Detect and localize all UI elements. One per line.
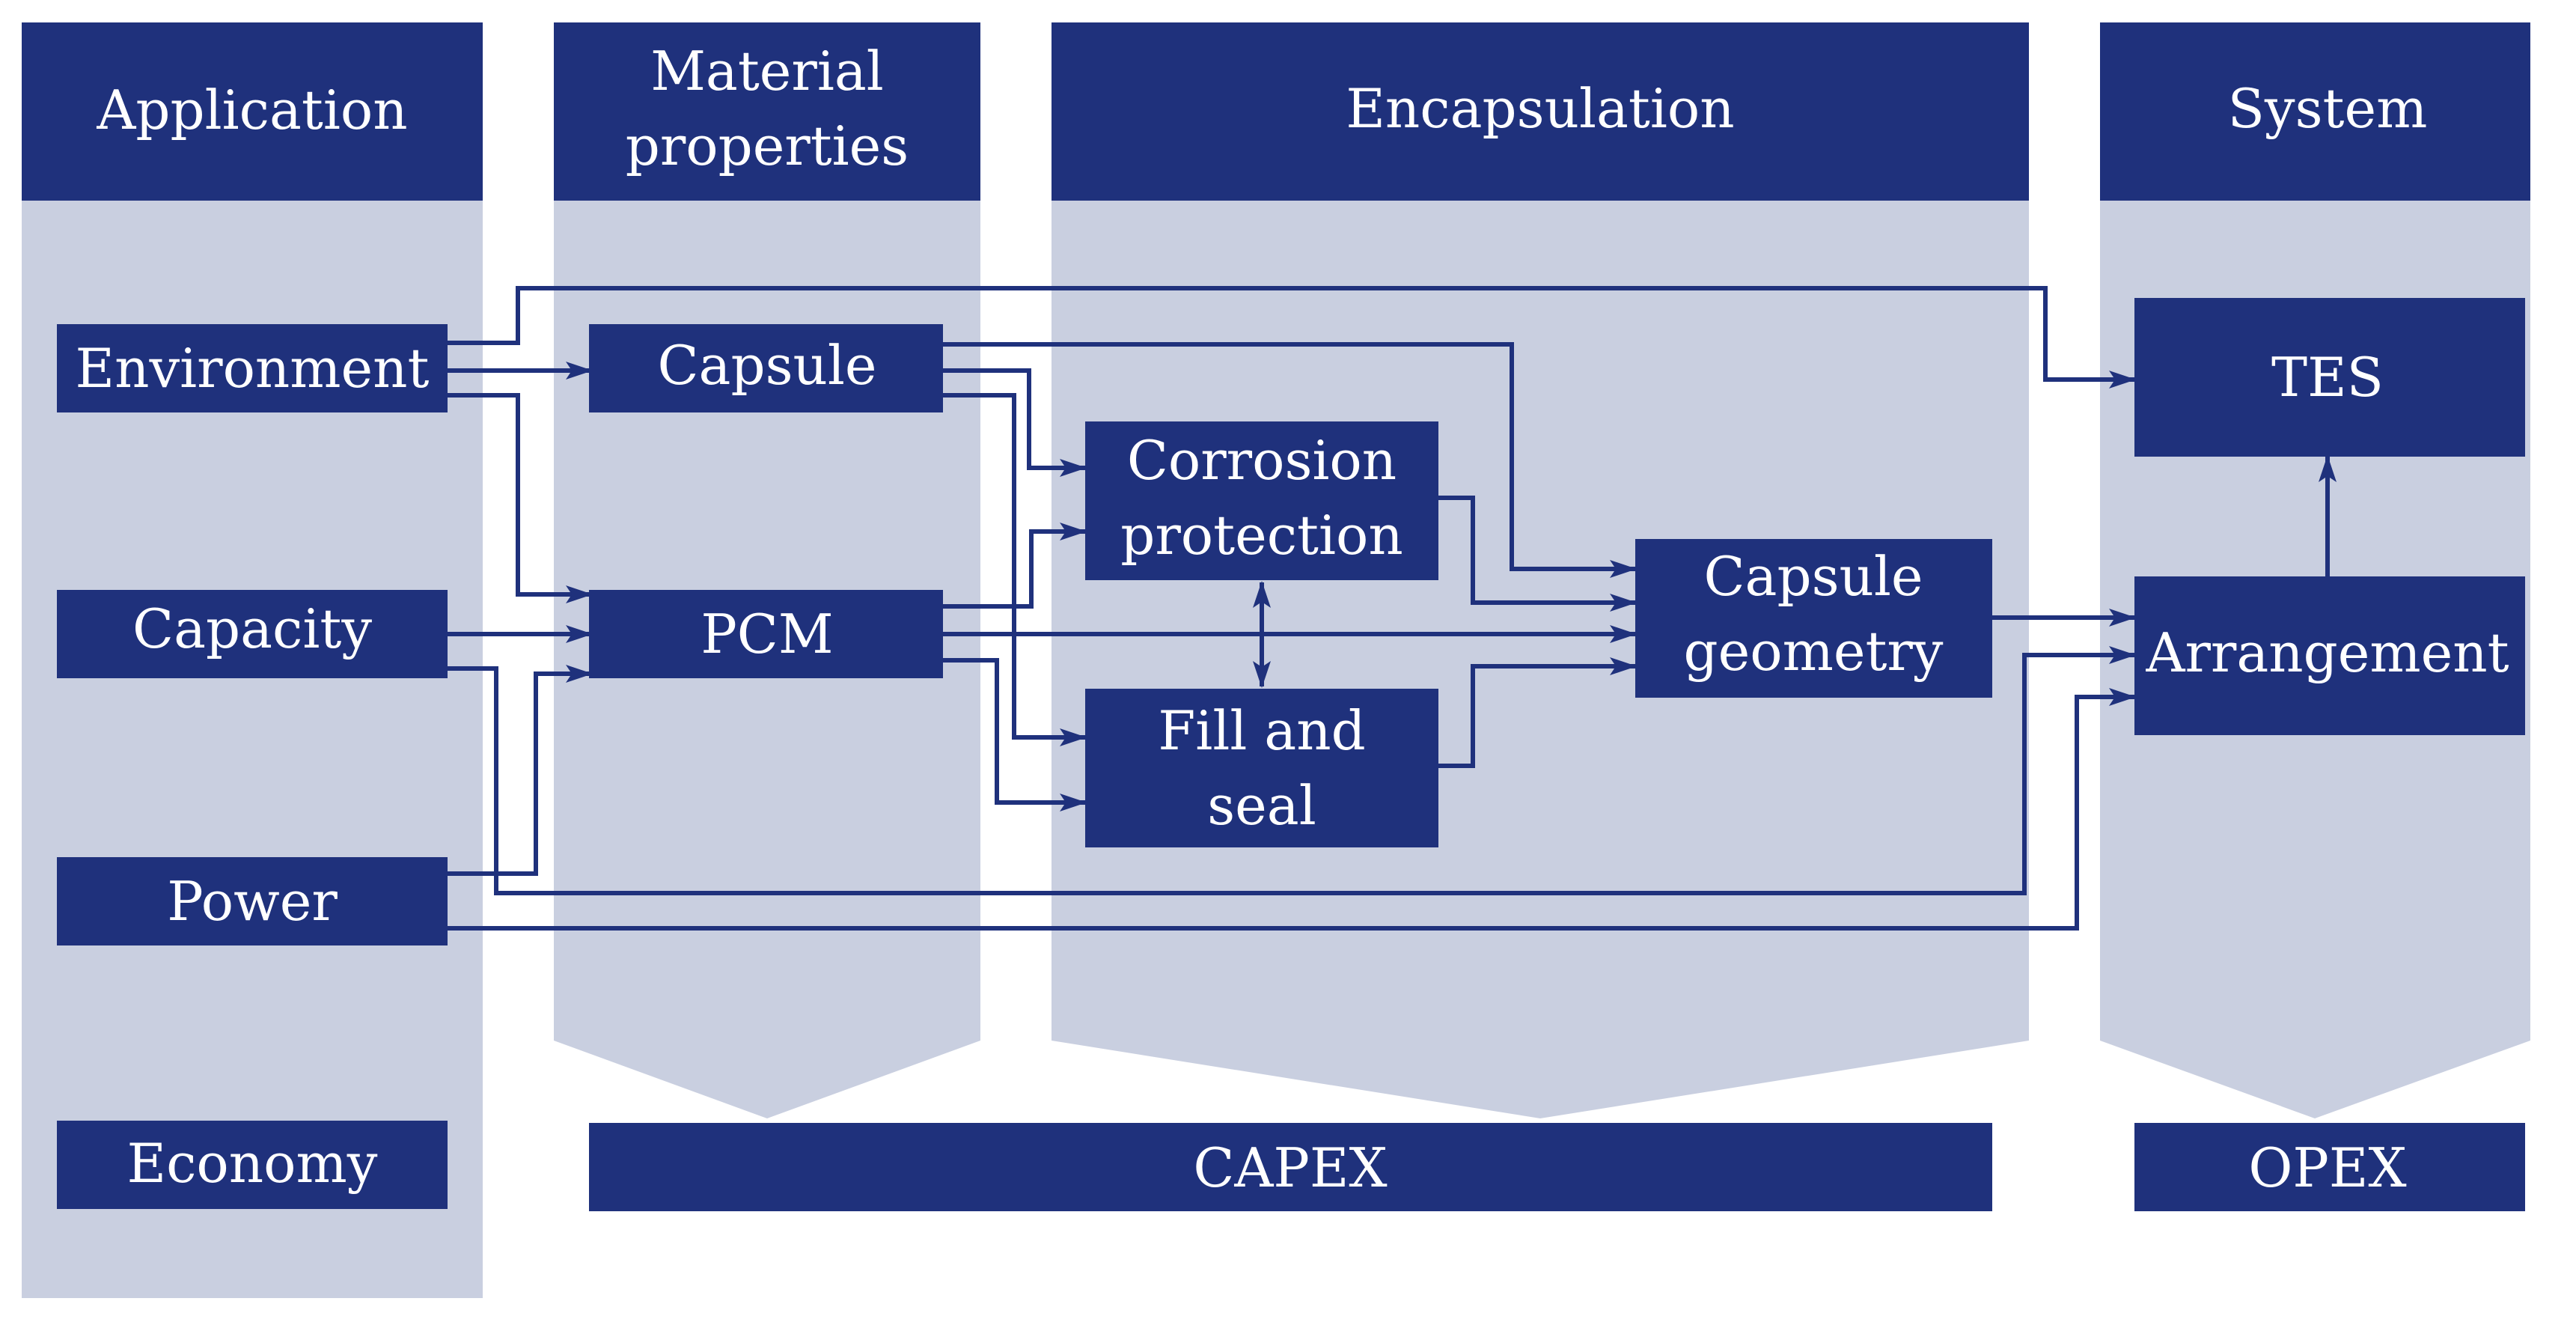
node-pcm-label: PCM [701,603,833,666]
node-fill-label-line1: Fill and [1158,699,1365,762]
node-corrosion-protection[interactable]: Corrosion protection [1085,421,1438,580]
node-capsule-label: Capsule [657,334,876,397]
node-economy[interactable]: Economy [57,1121,448,1209]
node-opex[interactable]: OPEX [2134,1123,2525,1211]
header-system-label: System [2228,77,2428,140]
edge-pcm-corrosion [943,523,1087,609]
header-encapsulation: Encapsulation [1052,22,2029,201]
edge-capsule-geometry [943,342,1637,578]
header-system: System [2100,22,2530,201]
node-power-label: Power [167,870,338,933]
edge-capsule-corrosion [943,368,1087,477]
node-geometry-label-line2: geometry [1684,620,1944,683]
node-pcm[interactable]: PCM [589,590,943,678]
node-economy-label: Economy [127,1132,378,1195]
node-arrangement-label: Arrangement [2145,621,2509,684]
node-capex[interactable]: CAPEX [589,1123,1992,1211]
header-application-label: Application [96,79,407,141]
header-material-properties: Material properties [554,22,980,201]
header-application: Application [22,22,483,201]
edge-environment-pcm [448,393,593,603]
connectors [448,286,2337,931]
edge-fill-geometry [1438,657,1637,768]
edge-environment-tes [448,286,2136,389]
node-power[interactable]: Power [57,857,448,945]
edge-capacity-arrangement [448,646,2136,895]
node-geometry-label-line1: Capsule [1703,545,1923,608]
header-encapsulation-label: Encapsulation [1346,77,1734,140]
node-tes[interactable]: TES [2134,298,2525,457]
node-capacity-label: Capacity [132,597,372,660]
node-fill-label-line2: seal [1207,774,1316,837]
edge-corrosion-geometry [1438,496,1637,612]
node-capsule[interactable]: Capsule [589,324,943,412]
node-capex-label: CAPEX [1193,1136,1387,1199]
node-capsule-geometry[interactable]: Capsule geometry [1635,539,1992,698]
node-tes-label: TES [2271,346,2384,409]
node-fill-and-seal[interactable]: Fill and seal [1085,689,1438,847]
node-corrosion-label-line2: protection [1120,504,1403,567]
node-opex-label: OPEX [2248,1136,2406,1199]
edge-power-arrangement [448,688,2136,931]
header-material-label-line2: properties [626,115,909,177]
header-material-label-line1: Material [650,40,884,103]
edge-pcm-fill [943,658,1087,811]
edge-capsule-fill [943,393,1087,746]
node-arrangement[interactable]: Arrangement [2134,576,2525,735]
edge-power-pcm [448,665,593,876]
node-corrosion-label-line1: Corrosion [1127,429,1397,492]
node-environment[interactable]: Environment [57,324,448,412]
node-capacity[interactable]: Capacity [57,590,448,678]
node-environment-label: Environment [76,337,430,400]
